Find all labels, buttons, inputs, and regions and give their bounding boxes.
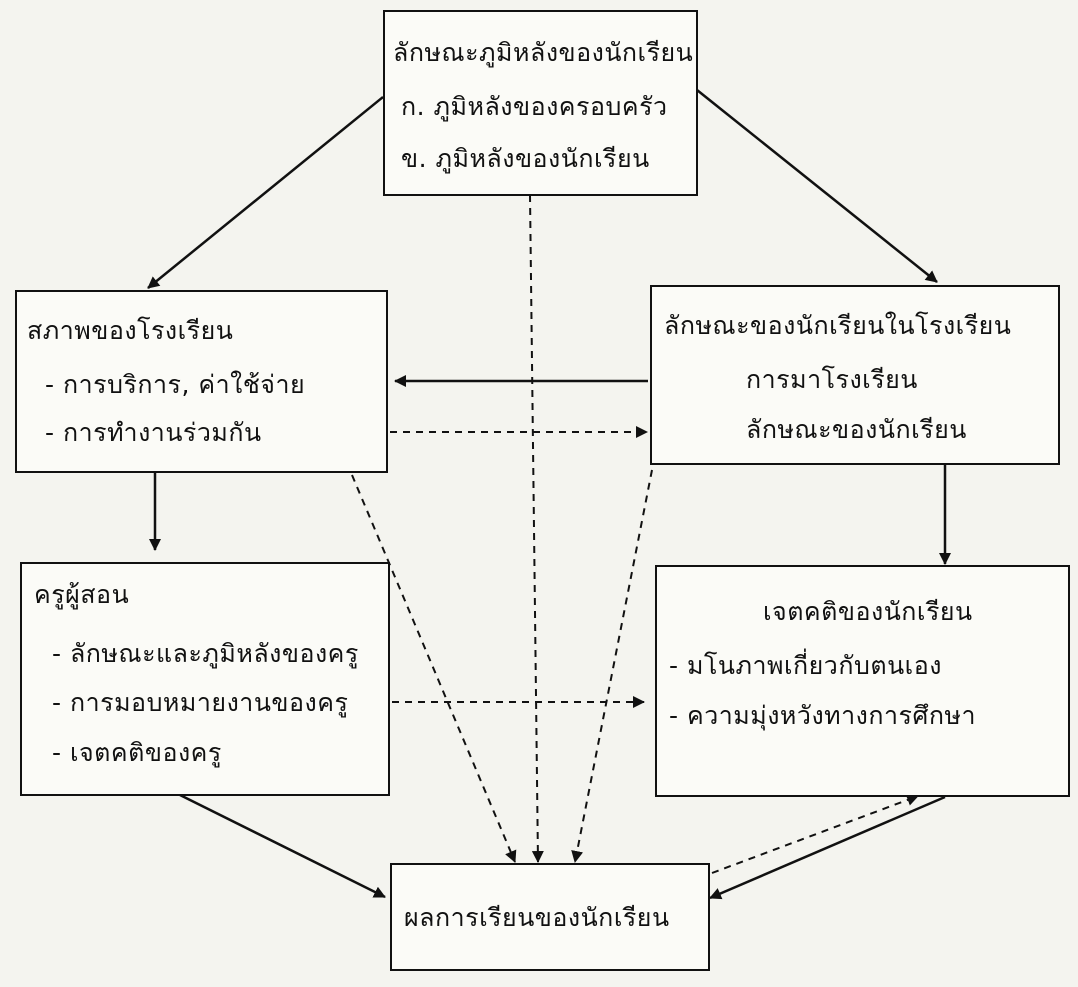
teacher-box-item-2: - การมอบหมายงานของครู — [52, 688, 349, 717]
arrow-attitude-to-outcome — [709, 795, 946, 900]
dashed-arrow-background-to-outcome — [529, 194, 544, 863]
school-box-title: สภาพของโรงเรียน — [27, 316, 234, 345]
dashed-arrow-outcome-to-attitude — [711, 794, 919, 874]
school-box-item-2: - การทำงานร่วมกัน — [45, 418, 262, 447]
student-in-school-box-item-1: การมาโรงเรียน — [746, 365, 918, 394]
attitude-box-item-2: - ความมุ่งหวังทางการศึกษา — [669, 701, 977, 730]
teacher-box-item-1: - ลักษณะและภูมิหลังของครู — [52, 639, 359, 668]
arrow-teacher-to-outcome — [179, 793, 386, 899]
teacher-box-item-3: - เจตคติของครู — [52, 738, 222, 767]
school-box: สภาพของโรงเรียน - การบริการ, ค่าใช้จ่าย … — [15, 290, 388, 473]
teacher-box: ครูผู้สอน - ลักษณะและภูมิหลังของครู - กา… — [20, 562, 390, 796]
attitude-box: เจตคติของนักเรียน - มโนภาพเกี่ยวกับตนเอง… — [655, 565, 1070, 797]
attitude-box-item-1: - มโนภาพเกี่ยวกับตนเอง — [669, 651, 942, 680]
outcome-box: ผลการเรียนของนักเรียน — [390, 863, 710, 971]
background-box: ลักษณะภูมิหลังของนักเรียน ก. ภูมิหลังของ… — [383, 10, 698, 196]
student-in-school-box-title: ลักษณะของนักเรียนในโรงเรียน — [664, 311, 1012, 340]
attitude-box-title: เจตคติของนักเรียน — [763, 597, 973, 626]
dashed-arrow-school-to-outcome — [351, 474, 517, 863]
student-in-school-box-item-2: ลักษณะของนักเรียน — [746, 415, 967, 444]
school-box-item-1: - การบริการ, ค่าใช้จ่าย — [45, 370, 306, 399]
student-in-school-box: ลักษณะของนักเรียนในโรงเรียน การมาโรงเรีย… — [650, 285, 1060, 465]
arrow-background-to-school — [147, 96, 384, 289]
background-box-title: ลักษณะภูมิหลังของนักเรียน — [393, 38, 694, 67]
dashed-arrow-student-in-school-to-outcome — [571, 469, 653, 863]
teacher-box-title: ครูผู้สอน — [34, 580, 130, 609]
background-box-item-a: ก. ภูมิหลังของครอบครัว — [401, 92, 668, 121]
arrow-background-to-student-in-school — [696, 89, 938, 283]
background-box-item-b: ข. ภูมิหลังของนักเรียน — [401, 144, 650, 173]
outcome-box-title: ผลการเรียนของนักเรียน — [404, 903, 670, 932]
